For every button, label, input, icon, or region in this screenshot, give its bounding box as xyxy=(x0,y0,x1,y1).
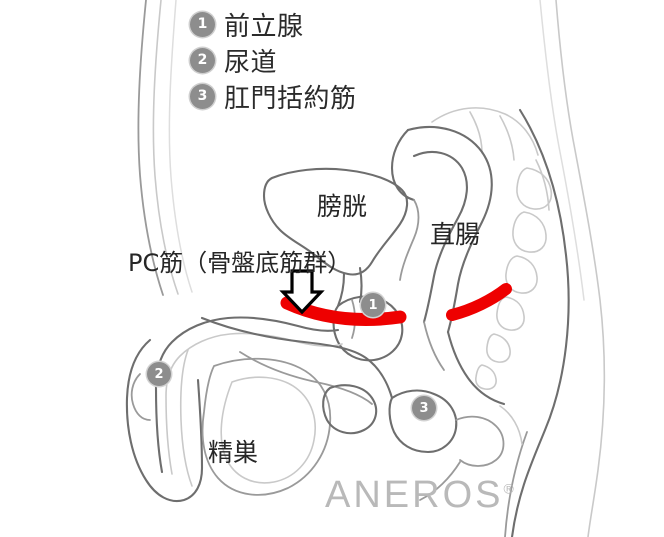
rectum xyxy=(390,126,493,334)
label-rectum: 直腸 xyxy=(430,220,481,249)
trademark-symbol: ® xyxy=(503,480,514,497)
urethra xyxy=(125,316,343,502)
legend-badge-1: 1 xyxy=(190,11,215,37)
bladder xyxy=(262,167,409,308)
body-outline xyxy=(137,0,606,537)
down-arrow-icon xyxy=(279,269,325,315)
legend-item-urethra: 2 尿道 xyxy=(190,44,357,78)
legend-label-anal-sphincter: 肛門括約筋 xyxy=(224,83,357,114)
brand-name: ANEROS xyxy=(325,474,504,516)
legend-item-anal-sphincter: 3 肛門括約筋 xyxy=(190,80,357,114)
legend-label-urethra: 尿道 xyxy=(224,47,278,78)
sacrum-vertebrae xyxy=(431,107,553,390)
legend-item-prostate: 1 前立腺 xyxy=(190,8,357,42)
legend-label-prostate: 前立腺 xyxy=(224,11,304,42)
legend-badge-2: 2 xyxy=(190,47,215,73)
scrotum xyxy=(201,357,332,496)
label-testis: 精巣 xyxy=(208,438,259,467)
pc-muscle-band-right xyxy=(446,283,512,321)
marker-prostate: 1 xyxy=(361,293,385,317)
aneros-logo: ANEROS® xyxy=(325,474,514,517)
label-pc-muscle: PC筋（骨盤底筋群） xyxy=(128,249,352,277)
marker-urethra: 2 xyxy=(147,362,171,386)
legend: 1 前立腺 2 尿道 3 肛門括約筋 xyxy=(190,8,357,114)
legend-badge-3: 3 xyxy=(190,83,215,109)
label-bladder: 膀胱 xyxy=(317,192,368,221)
pelvic-floor xyxy=(200,316,523,501)
marker-anal-sphincter: 3 xyxy=(412,396,436,420)
